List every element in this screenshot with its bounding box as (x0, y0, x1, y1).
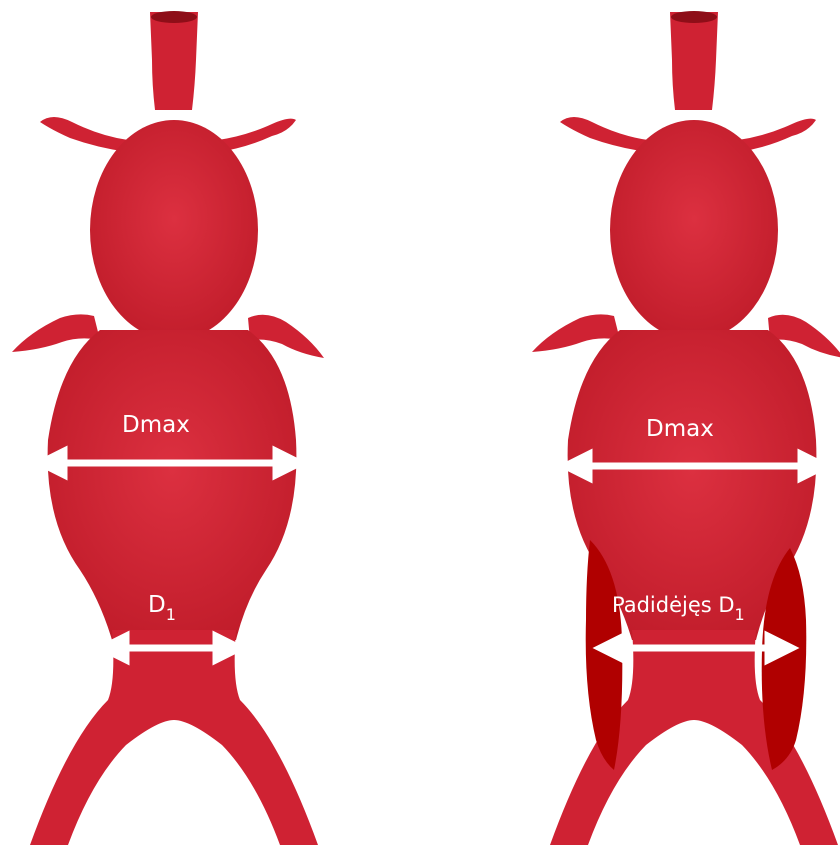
dmax-label-right: Dmax (646, 416, 714, 442)
dmax-label-left: Dmax (122, 412, 190, 438)
